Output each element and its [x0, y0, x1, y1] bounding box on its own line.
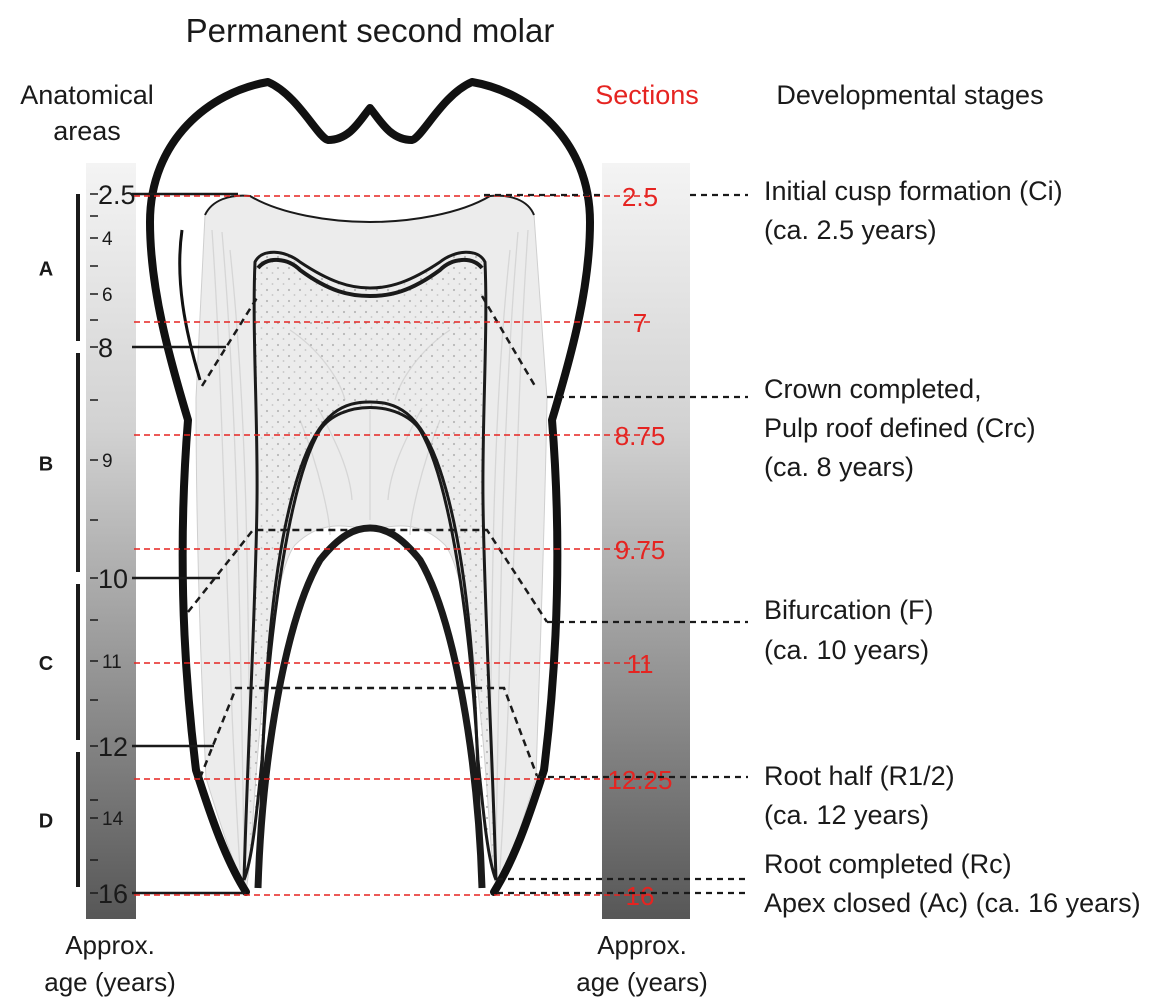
- area-label-c: C: [39, 653, 53, 675]
- stage-rc-line1: Root completed (Rc): [764, 849, 1012, 879]
- developmental-stages: Initial cusp formation (Ci) (ca. 2.5 yea…: [764, 176, 1141, 918]
- left-footer-line2: age (years): [44, 967, 176, 997]
- age-tick-label-9: 9: [102, 451, 113, 472]
- section-label-9-75: 9.75: [615, 535, 666, 565]
- stage-r12-line1: Root half (R1/2): [764, 761, 955, 791]
- stage-f-line2: (ca. 10 years): [764, 635, 929, 665]
- enamel-inner-outline: [180, 230, 200, 380]
- area-label-a: A: [39, 259, 53, 281]
- section-label-11: 11: [627, 649, 654, 679]
- left-scale-footer: Approx. age (years): [44, 930, 176, 997]
- age-tick-label-14: 14: [102, 809, 124, 830]
- age-tick-label-10: 10: [98, 564, 128, 594]
- anatomical-areas-header-line2: areas: [53, 116, 121, 146]
- section-label-12-25: 12.25: [607, 765, 672, 795]
- age-tick-label-8: 8: [98, 333, 113, 363]
- area-label-d: D: [39, 811, 53, 833]
- age-tick-label-2-5: 2.5: [98, 180, 136, 210]
- age-tick-label-11: 11: [102, 652, 122, 673]
- left-footer-line1: Approx.: [65, 930, 155, 960]
- developmental-stages-header: Developmental stages: [776, 80, 1043, 110]
- age-tick-label-16: 16: [98, 879, 128, 909]
- age-tick-label-6: 6: [102, 285, 113, 306]
- stage-crc-line2: Pulp roof defined (Crc): [764, 413, 1036, 443]
- stage-f-line1: Bifurcation (F): [764, 595, 934, 625]
- section-label-7: 7: [633, 308, 647, 338]
- left-age-bar: [86, 163, 136, 919]
- section-label-2-5: 2.5: [622, 182, 658, 212]
- age-tick-label-12: 12: [98, 732, 128, 762]
- right-scale-footer: Approx. age (years): [576, 930, 708, 997]
- stage-crc-line1: Crown completed,: [764, 374, 982, 404]
- anatomical-areas: A B C D: [39, 194, 78, 887]
- right-footer-line1: Approx.: [597, 930, 687, 960]
- sections-header: Sections: [595, 80, 699, 110]
- tooth-illustration: [150, 82, 590, 892]
- section-label-8-75: 8.75: [615, 421, 666, 451]
- stage-crc-line3: (ca. 8 years): [764, 452, 914, 482]
- stage-r12-line2: (ca. 12 years): [764, 800, 929, 830]
- stage-ac-line1: Apex closed (Ac) (ca. 16 years): [764, 888, 1141, 918]
- age-tick-label-4: 4: [102, 229, 113, 250]
- stage-ci-line1: Initial cusp formation (Ci): [764, 176, 1063, 206]
- root-furcation: [258, 528, 482, 888]
- anatomical-areas-header: Anatomical areas: [20, 80, 154, 146]
- anatomical-areas-header-line1: Anatomical: [20, 80, 154, 110]
- right-footer-line2: age (years): [576, 967, 708, 997]
- stage-ci-line2: (ca. 2.5 years): [764, 215, 937, 245]
- section-label-16: 16: [626, 881, 655, 911]
- diagram-title: Permanent second molar: [186, 12, 555, 49]
- area-label-b: B: [39, 454, 53, 476]
- pulp-chamber: [244, 252, 496, 880]
